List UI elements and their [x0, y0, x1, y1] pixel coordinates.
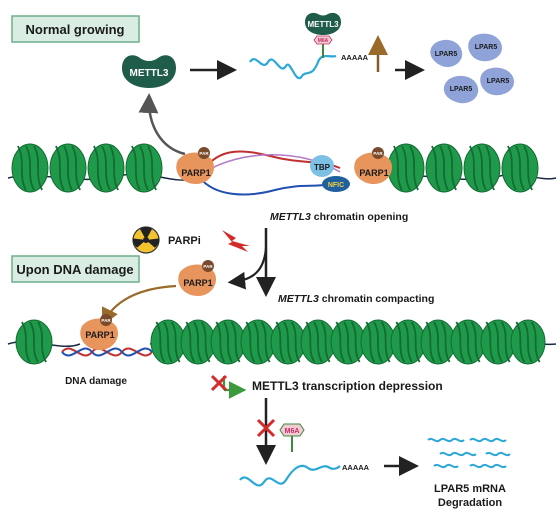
nucleosome [387, 143, 425, 193]
parpi-label: PARPi [168, 235, 201, 247]
nfic-label: NFIC [328, 182, 344, 189]
m6a-badge-bottom: M6A [279, 423, 305, 452]
nucleosome [11, 143, 49, 193]
par-badge-left [198, 147, 210, 159]
mettl3-protein: METTL3 [122, 55, 176, 88]
lpar5-protein-1: LPAR5 [430, 39, 463, 68]
lpar5-protein-3: LPAR5 [443, 75, 479, 104]
parp1-label-right: PARP1 [359, 168, 388, 178]
m6a-label-bottom: M6A [285, 428, 300, 435]
transcription-depression-label: METTL3 transcription depression [252, 379, 443, 393]
nucleosome [210, 319, 246, 365]
expression-arrow [138, 93, 186, 156]
nucleosome [300, 319, 336, 365]
nucleosome [501, 143, 539, 193]
nucleosome-cluster-damage [15, 319, 53, 365]
nucleosome [240, 319, 276, 365]
nucleosome [510, 319, 546, 365]
nucleosome-cluster-left [11, 143, 163, 193]
normal-growing-header: Normal growing [11, 15, 140, 43]
svg-text:PAR: PAR [373, 151, 383, 156]
chromatin-opening-caption: METTL3 chromatin opening [270, 211, 408, 223]
chromatin-compacting-caption: METTL3 chromatin compacting [278, 293, 434, 305]
m6a-badge-top [313, 35, 333, 45]
svg-text:PAR: PAR [101, 318, 111, 323]
mettl3-small-label: METTL3 [307, 20, 339, 29]
parp1-release-arrow [227, 247, 268, 290]
tbp-label: TBP [314, 163, 331, 172]
svg-text:LPAR5: LPAR5 [435, 51, 458, 58]
mettl3-on-mrna: METTL3 M6A [305, 12, 341, 58]
parp1-right: PAR PARP1 [354, 147, 393, 184]
nucleosome [420, 319, 456, 365]
degraded-mrna-fragments [427, 437, 511, 469]
parpi-inhibitor: PARPi [132, 226, 201, 254]
transcription-blocked-icon [210, 374, 247, 399]
nucleosome [49, 143, 87, 193]
svg-text:LPAR5: LPAR5 [475, 44, 498, 51]
parp1-free: PAR PARP1 [178, 260, 217, 296]
nucleosome [150, 319, 186, 365]
nfic-factor: NFIC [322, 176, 350, 192]
tbp-factor: TBP [310, 155, 334, 177]
svg-text:LPAR5: LPAR5 [487, 78, 510, 85]
svg-text:LPAR5: LPAR5 [450, 86, 473, 93]
par-badge-right [372, 147, 384, 159]
m6a-label-top: M6A [318, 38, 329, 44]
chromatin-open: PAR PARP1 TBP NFIC PAR PARP1 [7, 143, 557, 196]
nucleosome [87, 143, 125, 193]
polya-bottom: AAAAA [342, 463, 370, 472]
svg-text:PAR: PAR [203, 264, 213, 269]
normal-growing-title: Normal growing [26, 22, 125, 37]
svg-text:PAR: PAR [199, 151, 209, 156]
polya-top: AAAAA [341, 53, 369, 62]
mrna-bottom: AAAAA [239, 463, 370, 487]
nucleosome [180, 319, 216, 365]
nucleosome [390, 319, 426, 365]
parp1-on-damage: PAR PARP1 [80, 314, 119, 350]
mettl3-protein-label: METTL3 [130, 68, 169, 79]
parp1-label-left: PARP1 [181, 168, 210, 178]
degradation-line2: Degradation [438, 497, 502, 509]
nucleosome [360, 319, 396, 365]
nucleosome [125, 143, 163, 193]
nucleosome [425, 143, 463, 193]
nucleosome [450, 319, 486, 365]
nucleosome [15, 319, 53, 365]
parp1-left: PAR PARP1 [176, 147, 215, 184]
nucleosome [330, 319, 366, 365]
nucleosome [480, 319, 516, 365]
nucleosome-cluster-compact [150, 319, 546, 365]
parp1-label-damage: PARP1 [85, 330, 114, 340]
parp1-label-free: PARP1 [183, 278, 212, 288]
nucleosome [270, 319, 306, 365]
lpar5-protein-2: LPAR5 [468, 33, 502, 62]
mrna-top: AAAAA [249, 53, 369, 80]
chromatin-compact: PAR PARP1 [7, 314, 557, 365]
par-badge-damage [100, 314, 112, 326]
nucleosome-cluster-right [387, 143, 539, 193]
lpar5-protein-4: LPAR5 [480, 67, 514, 96]
dna-damage-header: Upon DNA damage [11, 255, 140, 283]
damage-lightning [222, 230, 250, 252]
nucleosome [463, 143, 501, 193]
degradation-line1: LPAR5 mRNA [434, 483, 506, 495]
dna-damage-label: DNA damage [65, 376, 127, 387]
blocked-cross [256, 418, 276, 438]
lpar5-protein-group: LPAR5 LPAR5 LPAR5 LPAR5 [430, 33, 514, 104]
dna-damage-title: Upon DNA damage [16, 262, 133, 277]
par-badge-free [202, 260, 214, 272]
recruitment-arrow [102, 284, 177, 326]
